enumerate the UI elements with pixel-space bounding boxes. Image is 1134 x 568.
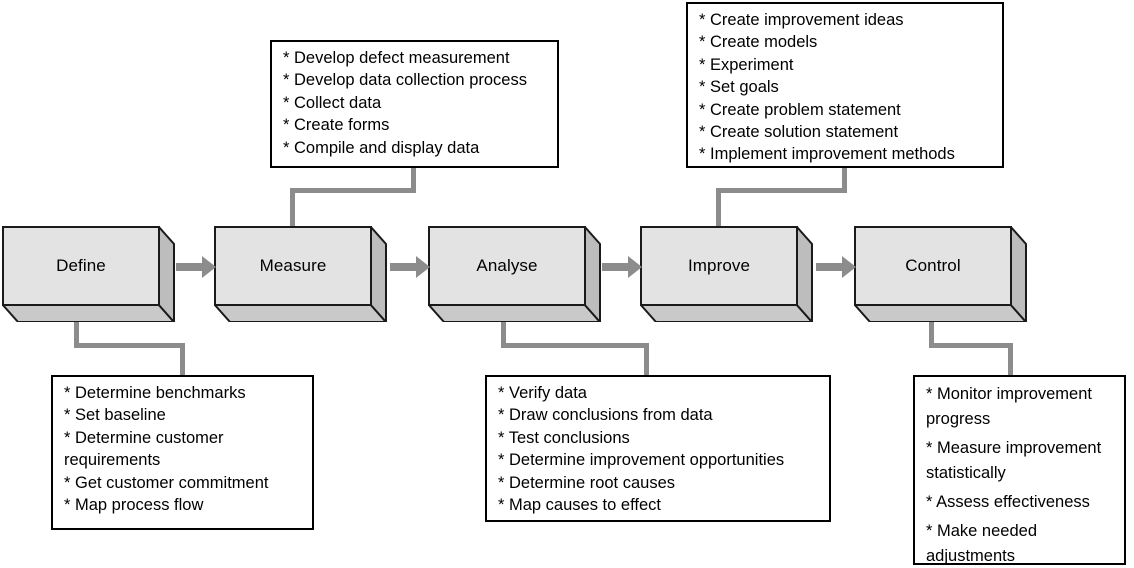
list-item: * Set baseline bbox=[64, 406, 166, 425]
list-item: * Test conclusions bbox=[498, 428, 630, 447]
stage-label-analyse: Analyse bbox=[476, 256, 538, 275]
connector-control-vert-lower bbox=[1008, 343, 1013, 375]
flow-arrow-improve-control bbox=[816, 256, 858, 278]
list-item: * Make needed adjustments bbox=[926, 522, 1037, 565]
stage-label-measure: Measure bbox=[259, 256, 327, 275]
list-item: * Determine root causes bbox=[498, 473, 675, 492]
flow-arrow-define-measure bbox=[176, 256, 218, 278]
list-item: * Set goals bbox=[699, 78, 779, 97]
stage-label-improve: Improve bbox=[687, 256, 751, 275]
list-item: * Determine improvement opportunities bbox=[498, 451, 785, 470]
connector-control-vert-upper bbox=[929, 318, 934, 346]
panel-improve-list: * Create improvement ideas * Create mode… bbox=[699, 9, 993, 166]
panel-control: * Monitor improvement progress * Measure… bbox=[913, 375, 1126, 565]
list-item: * Create problem statement bbox=[699, 100, 901, 119]
stage-box-measure[interactable]: Measure bbox=[214, 226, 404, 322]
panel-define-list: * Determine benchmarks * Set baseline * … bbox=[64, 382, 303, 516]
list-item: * Get customer commitment bbox=[64, 473, 269, 492]
connector-measure-horiz bbox=[290, 188, 416, 193]
list-item: * Verify data bbox=[498, 384, 587, 402]
list-item: * Collect data bbox=[283, 93, 382, 112]
list-item: * Determine customer requirements bbox=[64, 428, 224, 470]
connector-analyse-horiz bbox=[501, 343, 649, 348]
stage-box-control[interactable]: Control bbox=[854, 226, 1044, 322]
stage-front-control: Control bbox=[854, 226, 1012, 306]
stage-front-define: Define bbox=[2, 226, 160, 306]
connector-define-vert-upper bbox=[74, 318, 79, 346]
list-item: * Experiment bbox=[699, 55, 794, 74]
panel-control-list: * Monitor improvement progress * Measure… bbox=[926, 382, 1115, 568]
stage-label-define: Define bbox=[56, 256, 106, 275]
list-item: * Map process flow bbox=[64, 496, 204, 515]
connector-improve-vert-upper bbox=[842, 168, 847, 192]
stage-front-measure: Measure bbox=[214, 226, 372, 306]
connector-define-horiz bbox=[74, 343, 185, 348]
stage-label-control: Control bbox=[905, 256, 961, 275]
stage-box-define[interactable]: Define bbox=[2, 226, 192, 322]
stage-box-analyse[interactable]: Analyse bbox=[428, 226, 618, 322]
panel-analyse-list: * Verify data * Draw conclusions from da… bbox=[498, 382, 820, 516]
connector-improve-vert-lower bbox=[716, 188, 721, 228]
list-item: * Assess effectiveness bbox=[926, 493, 1090, 511]
connector-measure-vert-upper bbox=[411, 168, 416, 192]
panel-analyse: * Verify data * Draw conclusions from da… bbox=[485, 375, 831, 522]
list-item: * Map causes to effect bbox=[498, 496, 661, 515]
panel-measure: * Develop defect measurement * Develop d… bbox=[270, 40, 559, 168]
connector-analyse-vert-upper bbox=[501, 318, 506, 346]
list-item: * Create forms bbox=[283, 116, 390, 135]
connector-improve-horiz bbox=[716, 188, 847, 193]
list-item: * Measure improvement statistically bbox=[926, 439, 1102, 482]
flow-arrow-analyse-improve bbox=[602, 256, 644, 278]
list-item: * Monitor improvement progress bbox=[926, 385, 1092, 428]
stage-front-analyse: Analyse bbox=[428, 226, 586, 306]
connector-define-vert-lower bbox=[180, 343, 185, 375]
list-item: * Create solution statement bbox=[699, 123, 899, 142]
list-item: * Develop data collection process bbox=[283, 71, 527, 90]
list-item: * Create models bbox=[699, 33, 818, 52]
connector-control-horiz bbox=[929, 343, 1013, 348]
connector-measure-vert-lower bbox=[290, 188, 295, 228]
list-item: * Draw conclusions from data bbox=[498, 406, 713, 425]
list-item: * Compile and display data bbox=[283, 138, 480, 157]
list-item: * Determine benchmarks bbox=[64, 384, 246, 402]
list-item: * Implement improvement methods bbox=[699, 145, 955, 164]
flow-arrow-measure-analyse bbox=[390, 256, 432, 278]
panel-measure-list: * Develop defect measurement * Develop d… bbox=[283, 47, 548, 159]
connector-analyse-vert-lower bbox=[644, 343, 649, 375]
list-item: * Develop defect measurement bbox=[283, 49, 510, 67]
panel-define: * Determine benchmarks * Set baseline * … bbox=[51, 375, 314, 530]
list-item: * Create improvement ideas bbox=[699, 11, 904, 29]
stage-front-improve: Improve bbox=[640, 226, 798, 306]
stage-box-improve[interactable]: Improve bbox=[640, 226, 830, 322]
panel-improve: * Create improvement ideas * Create mode… bbox=[686, 2, 1004, 168]
